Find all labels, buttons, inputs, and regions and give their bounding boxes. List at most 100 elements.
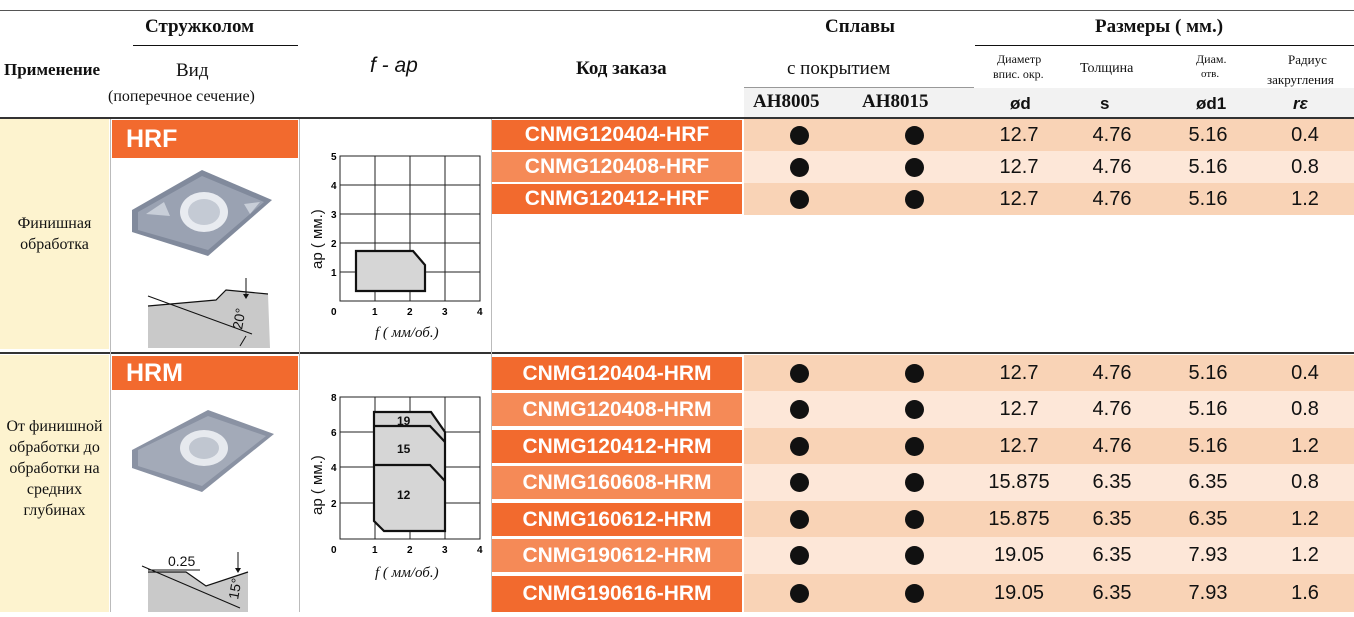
sym-d1: ød1 bbox=[1196, 94, 1227, 113]
dim-s: 4.76 bbox=[1092, 434, 1132, 457]
dim-r: 1.2 bbox=[1291, 544, 1319, 566]
hrm-ytick: 4 bbox=[331, 463, 337, 474]
order-code-cell[interactable]: CNMG120408-HRF bbox=[492, 152, 742, 182]
order-code-cell[interactable]: CNMG120404-HRM bbox=[492, 357, 742, 390]
hrm-xtick: 4 bbox=[477, 545, 483, 556]
grade2-dot bbox=[854, 574, 974, 612]
order-code-cell[interactable]: CNMG120412-HRM bbox=[492, 430, 742, 463]
order-code-cell[interactable]: CNMG120408-HRM bbox=[492, 393, 742, 426]
grade1-dot bbox=[744, 119, 854, 151]
hrm-xtick: 1 bbox=[372, 545, 378, 556]
dim-d1: 5.16 bbox=[1188, 155, 1228, 178]
dim-d1: 5.16 bbox=[1188, 398, 1228, 420]
view-header: Вид bbox=[176, 60, 209, 81]
grade1-dot bbox=[744, 574, 854, 612]
hrf-xtick: 2 bbox=[407, 307, 413, 318]
dim-d: 15.875 bbox=[988, 471, 1050, 493]
hrf-xtick: 4 bbox=[477, 307, 483, 318]
hole-header-1: Диам. bbox=[1196, 52, 1227, 66]
dim-r: 0.4 bbox=[1291, 123, 1319, 146]
application-finishing-text: Финишная обработка bbox=[17, 215, 92, 253]
order-code-cell[interactable]: CNMG120412-HRF bbox=[492, 184, 742, 214]
alloys-header: Сплавы bbox=[825, 16, 895, 37]
f-ap-header: f - ap bbox=[370, 54, 418, 77]
grade1-dot bbox=[744, 391, 854, 428]
series-label-hrf: HRF bbox=[112, 120, 298, 158]
grade2-dot bbox=[854, 151, 974, 183]
header-top-rule bbox=[0, 10, 1354, 11]
chipbreaker-header: Стружколом bbox=[145, 16, 255, 37]
dim-d: 12.7 bbox=[999, 155, 1039, 178]
row-bg bbox=[744, 355, 1354, 391]
header-bottom-rule bbox=[0, 117, 1354, 119]
grade1-dot bbox=[744, 355, 854, 391]
row-bg bbox=[744, 464, 1354, 501]
dim-s: 4.76 bbox=[1092, 155, 1132, 178]
dim-d1: 7.93 bbox=[1188, 581, 1228, 604]
row-bg bbox=[744, 151, 1354, 183]
hrf-ytick: 0 bbox=[331, 307, 337, 318]
dim-d: 12.7 bbox=[999, 434, 1039, 457]
dim-r: 0.4 bbox=[1291, 361, 1319, 384]
table-row: CNMG190612-HRM 19.05 6.35 7.93 1.2 bbox=[492, 537, 1354, 574]
hrf-rows: CNMG120404-HRF 12.7 4.76 5.16 0.4 CNMG12… bbox=[492, 119, 1354, 349]
dim-r: 1.2 bbox=[1291, 434, 1319, 457]
grade2-dot bbox=[854, 428, 974, 464]
table-row: CNMG120408-HRF 12.7 4.76 5.16 0.8 bbox=[492, 151, 1354, 183]
hrm-region-label: 19 bbox=[397, 414, 411, 428]
hrf-ytick: 1 bbox=[331, 268, 337, 279]
chipbreaker-rule bbox=[133, 45, 298, 46]
hrf-ytick: 2 bbox=[331, 239, 337, 250]
grade1-dot bbox=[744, 464, 854, 501]
table-row: CNMG120412-HRF 12.7 4.76 5.16 1.2 bbox=[492, 183, 1354, 215]
dim-r: 1.2 bbox=[1291, 507, 1319, 530]
sym-d: ød bbox=[1010, 94, 1031, 113]
order-code-cell[interactable]: CNMG190616-HRM bbox=[492, 576, 742, 612]
application-semi-finishing-text: От финишной обработки до обработки на ср… bbox=[6, 418, 103, 519]
grade1-dot bbox=[744, 428, 854, 464]
dim-d: 12.7 bbox=[999, 398, 1039, 420]
hrm-ytick: 0 bbox=[331, 545, 337, 556]
dim-s: 4.76 bbox=[1092, 123, 1132, 146]
hrf-ytick: 4 bbox=[331, 181, 337, 192]
row-bg bbox=[744, 428, 1354, 464]
grade2-dot bbox=[854, 183, 974, 215]
radius-header-1: Радиус bbox=[1288, 52, 1327, 67]
hrm-xtick: 3 bbox=[442, 545, 448, 556]
radius-header-2: закругления bbox=[1267, 72, 1334, 87]
row-bg bbox=[744, 183, 1354, 215]
order-code-cell[interactable]: CNMG160608-HRM bbox=[492, 466, 742, 499]
dim-d: 12.7 bbox=[999, 187, 1039, 210]
hrm-xlabel: f ( мм/об.) bbox=[375, 565, 439, 581]
hrm-ytick: 2 bbox=[331, 499, 337, 510]
order-code-cell[interactable]: CNMG160612-HRM bbox=[492, 503, 742, 536]
table-row: CNMG190616-HRM 19.05 6.35 7.93 1.6 bbox=[492, 574, 1354, 612]
hrf-ylabel: ap ( мм.) bbox=[309, 209, 326, 269]
hrm-ytick: 6 bbox=[331, 428, 337, 439]
dim-d1: 5.16 bbox=[1188, 187, 1228, 210]
profile-hrm-angle: 15° bbox=[225, 577, 244, 601]
dim-s: 6.35 bbox=[1092, 581, 1132, 604]
row-bg bbox=[744, 574, 1354, 612]
grade2-dot bbox=[854, 119, 974, 151]
application-header: Применение bbox=[4, 60, 101, 79]
order-code-cell[interactable]: CNMG190612-HRM bbox=[492, 539, 742, 572]
coated-rule bbox=[744, 87, 974, 88]
grade2-dot bbox=[854, 355, 974, 391]
profile-hrf: 20° bbox=[112, 272, 298, 348]
dim-s: 6.35 bbox=[1092, 544, 1132, 566]
order-code-cell[interactable]: CNMG120404-HRF bbox=[492, 120, 742, 150]
hrf-xlabel: f ( мм/об.) bbox=[375, 325, 439, 341]
coated-header: с покрытием bbox=[787, 58, 891, 79]
dim-d: 19.05 bbox=[993, 544, 1045, 566]
insert-image-hrf bbox=[112, 160, 298, 272]
sym-r: rε bbox=[1293, 94, 1308, 113]
sym-s: s bbox=[1100, 94, 1110, 113]
col-divider bbox=[299, 119, 300, 612]
grade1-dot bbox=[744, 151, 854, 183]
row-bg bbox=[744, 537, 1354, 574]
grade1-header: AH8005 bbox=[753, 91, 820, 112]
grade2-dot bbox=[854, 391, 974, 428]
table-row: CNMG120412-HRM 12.7 4.76 5.16 1.2 bbox=[492, 428, 1354, 464]
dim-r: 1.6 bbox=[1291, 581, 1319, 604]
